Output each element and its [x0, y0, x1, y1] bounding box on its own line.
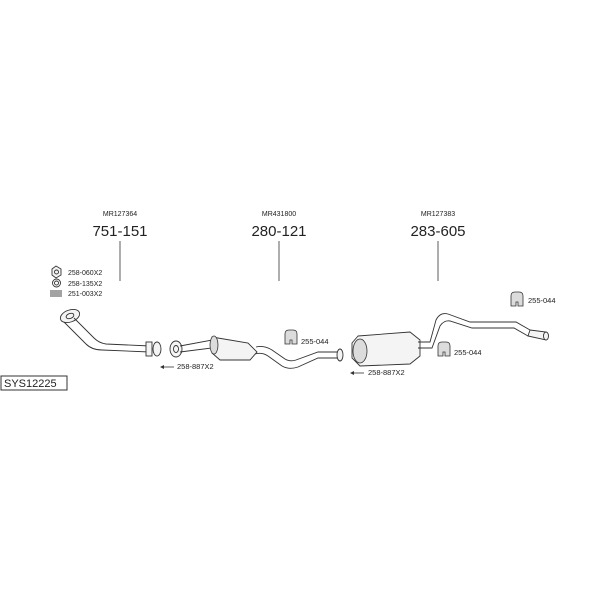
clamp-label-left: 258-887X2	[177, 362, 214, 371]
nut-icon	[51, 265, 62, 279]
legend-label-ring: 258-135X2	[68, 281, 102, 288]
clamp-callout-right: 258-887X2	[350, 368, 405, 377]
assembly-ref-middle: MR431800	[262, 211, 296, 218]
system-code: SYS12225	[4, 378, 57, 390]
rear-silencer	[351, 313, 549, 367]
rubber-hanger-icon	[284, 329, 298, 345]
clamp-label-right: 258-887X2	[368, 368, 405, 377]
assembly-number-middle: 280-121	[251, 223, 306, 240]
hanger-callout-rear-low: 255-044	[437, 341, 482, 357]
hanger-callout-mid: 255-044	[284, 329, 329, 346]
hanger-label-rear-high: 255-044	[528, 296, 556, 305]
clamp-callout-left: 258-887X2	[160, 362, 214, 371]
assembly-ref-front: MR127364	[103, 211, 137, 218]
hanger-callout-rear-high: 255-044	[510, 291, 556, 307]
spring-icon	[50, 290, 62, 297]
system-code-box	[0, 375, 68, 391]
middle-silencer	[169, 335, 344, 369]
rubber-hanger-icon	[437, 341, 451, 357]
legend-label-spring: 251-003X2	[68, 291, 102, 298]
legend-label-nut: 258-060X2	[68, 270, 102, 277]
rubber-hanger-icon	[510, 291, 524, 307]
assembly-number-rear: 283-605	[410, 223, 465, 240]
hanger-label-rear-low: 255-044	[454, 348, 482, 357]
front-pipe	[59, 308, 162, 357]
assembly-number-front: 751-151	[92, 223, 147, 240]
hanger-label-mid: 255-044	[301, 337, 329, 346]
ring-icon	[52, 278, 61, 288]
assembly-ref-rear: MR127383	[421, 211, 455, 218]
